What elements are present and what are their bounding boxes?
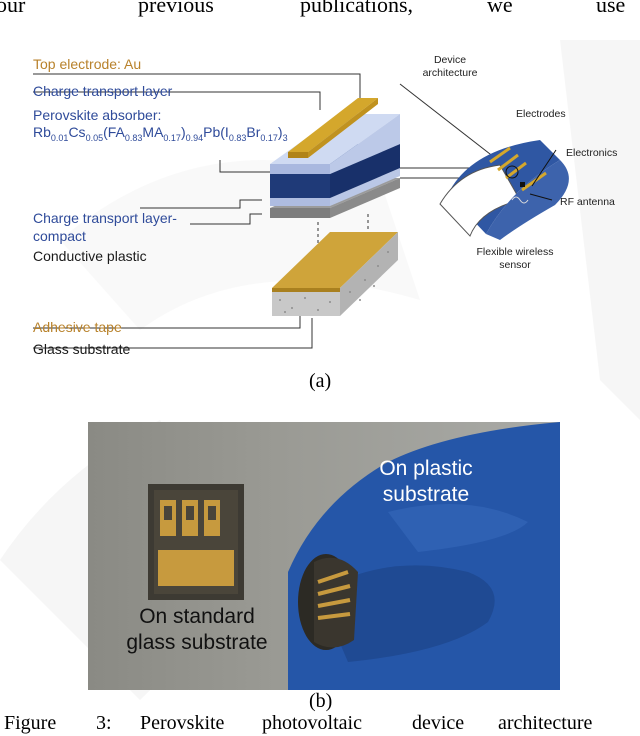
word: use (596, 0, 626, 17)
caption-a: (a) (309, 370, 332, 392)
word: device (412, 712, 465, 734)
word: we (487, 0, 513, 17)
word: publications, (300, 0, 414, 17)
photo-illustration (148, 422, 560, 690)
label-glass-substrate: Glass substrate (33, 341, 131, 357)
word: 3: (96, 712, 112, 734)
perovskite-formula: Rb0.01Cs0.05(FA0.83MA0.17)0.94Pb(I0.83Br… (33, 124, 288, 143)
word: previous (138, 0, 214, 17)
label-charge-transport-layer: Charge transport layer (33, 83, 173, 99)
flexible-sensor-illustration (439, 140, 569, 240)
word: architecture (498, 712, 593, 734)
label-perovskite-absorber: Perovskite absorber: (33, 107, 162, 123)
label-top-electrode: Top electrode: Au (33, 56, 142, 72)
device-architecture-diagram (33, 73, 569, 349)
label-compact-layer-2: compact (33, 228, 86, 244)
figure-caption-line: Figure 3: Perovskite photovoltaic device… (0, 712, 640, 736)
label-adhesive-tape: Adhesive tape (33, 319, 122, 335)
label-electrodes: Electrodes (516, 108, 566, 120)
word: Perovskite (140, 712, 225, 734)
word: Figure (4, 712, 57, 734)
word: our (0, 0, 26, 17)
word: photovoltaic (262, 712, 362, 734)
body-text-top-line: our previous publications, we use (0, 0, 640, 20)
label-electronics: Electronics (566, 147, 618, 159)
label-conductive-plastic: Conductive plastic (33, 248, 147, 264)
label-rf-antenna: RF antenna (560, 196, 615, 208)
caption-b: (b) (309, 690, 333, 712)
label-compact-layer-1: Charge transport layer- (33, 210, 177, 226)
